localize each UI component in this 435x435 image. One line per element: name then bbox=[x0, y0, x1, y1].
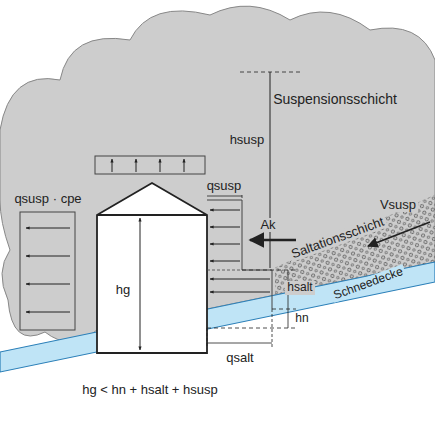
roof-load-arrows bbox=[112, 159, 184, 172]
dimension-label: qsalt bbox=[224, 351, 255, 365]
dimension-label: hsalt bbox=[285, 281, 314, 294]
hsalt-hn-dimension bbox=[288, 270, 289, 328]
hn-bottom-tick bbox=[207, 328, 296, 329]
qsusp-dimension bbox=[207, 196, 242, 197]
q-load-outline bbox=[207, 200, 272, 309]
snow-cover bbox=[0, 262, 435, 372]
qsalt-dimension bbox=[207, 343, 272, 344]
ak-arrow bbox=[250, 239, 296, 242]
dimension-label: hsusp bbox=[228, 133, 267, 147]
load-label: qsusp bbox=[205, 179, 244, 193]
roof-load bbox=[95, 156, 205, 174]
building bbox=[97, 183, 207, 353]
layer-name: Suspensionsschicht bbox=[271, 92, 399, 107]
formula: hg < hn + hsalt + hsusp bbox=[80, 383, 220, 397]
area-label: Ak bbox=[258, 218, 277, 232]
qsalt-right-tick bbox=[272, 309, 273, 348]
load-label: qsusp · cpe bbox=[12, 192, 83, 206]
building-eaves bbox=[97, 214, 207, 216]
wind-label: Vsusp bbox=[378, 198, 418, 212]
qsalt-left-tick bbox=[207, 328, 208, 348]
hn-top-tick bbox=[272, 309, 296, 310]
wall-load bbox=[20, 212, 75, 330]
dimension-label: hg bbox=[114, 283, 132, 297]
wall-load-arrows bbox=[26, 228, 70, 312]
q-step-line bbox=[207, 270, 242, 271]
saltation-boundary bbox=[275, 195, 435, 268]
hg-dimension bbox=[140, 218, 141, 350]
hsusp-top-tick bbox=[240, 72, 300, 73]
dimension-label: hn bbox=[293, 312, 310, 325]
